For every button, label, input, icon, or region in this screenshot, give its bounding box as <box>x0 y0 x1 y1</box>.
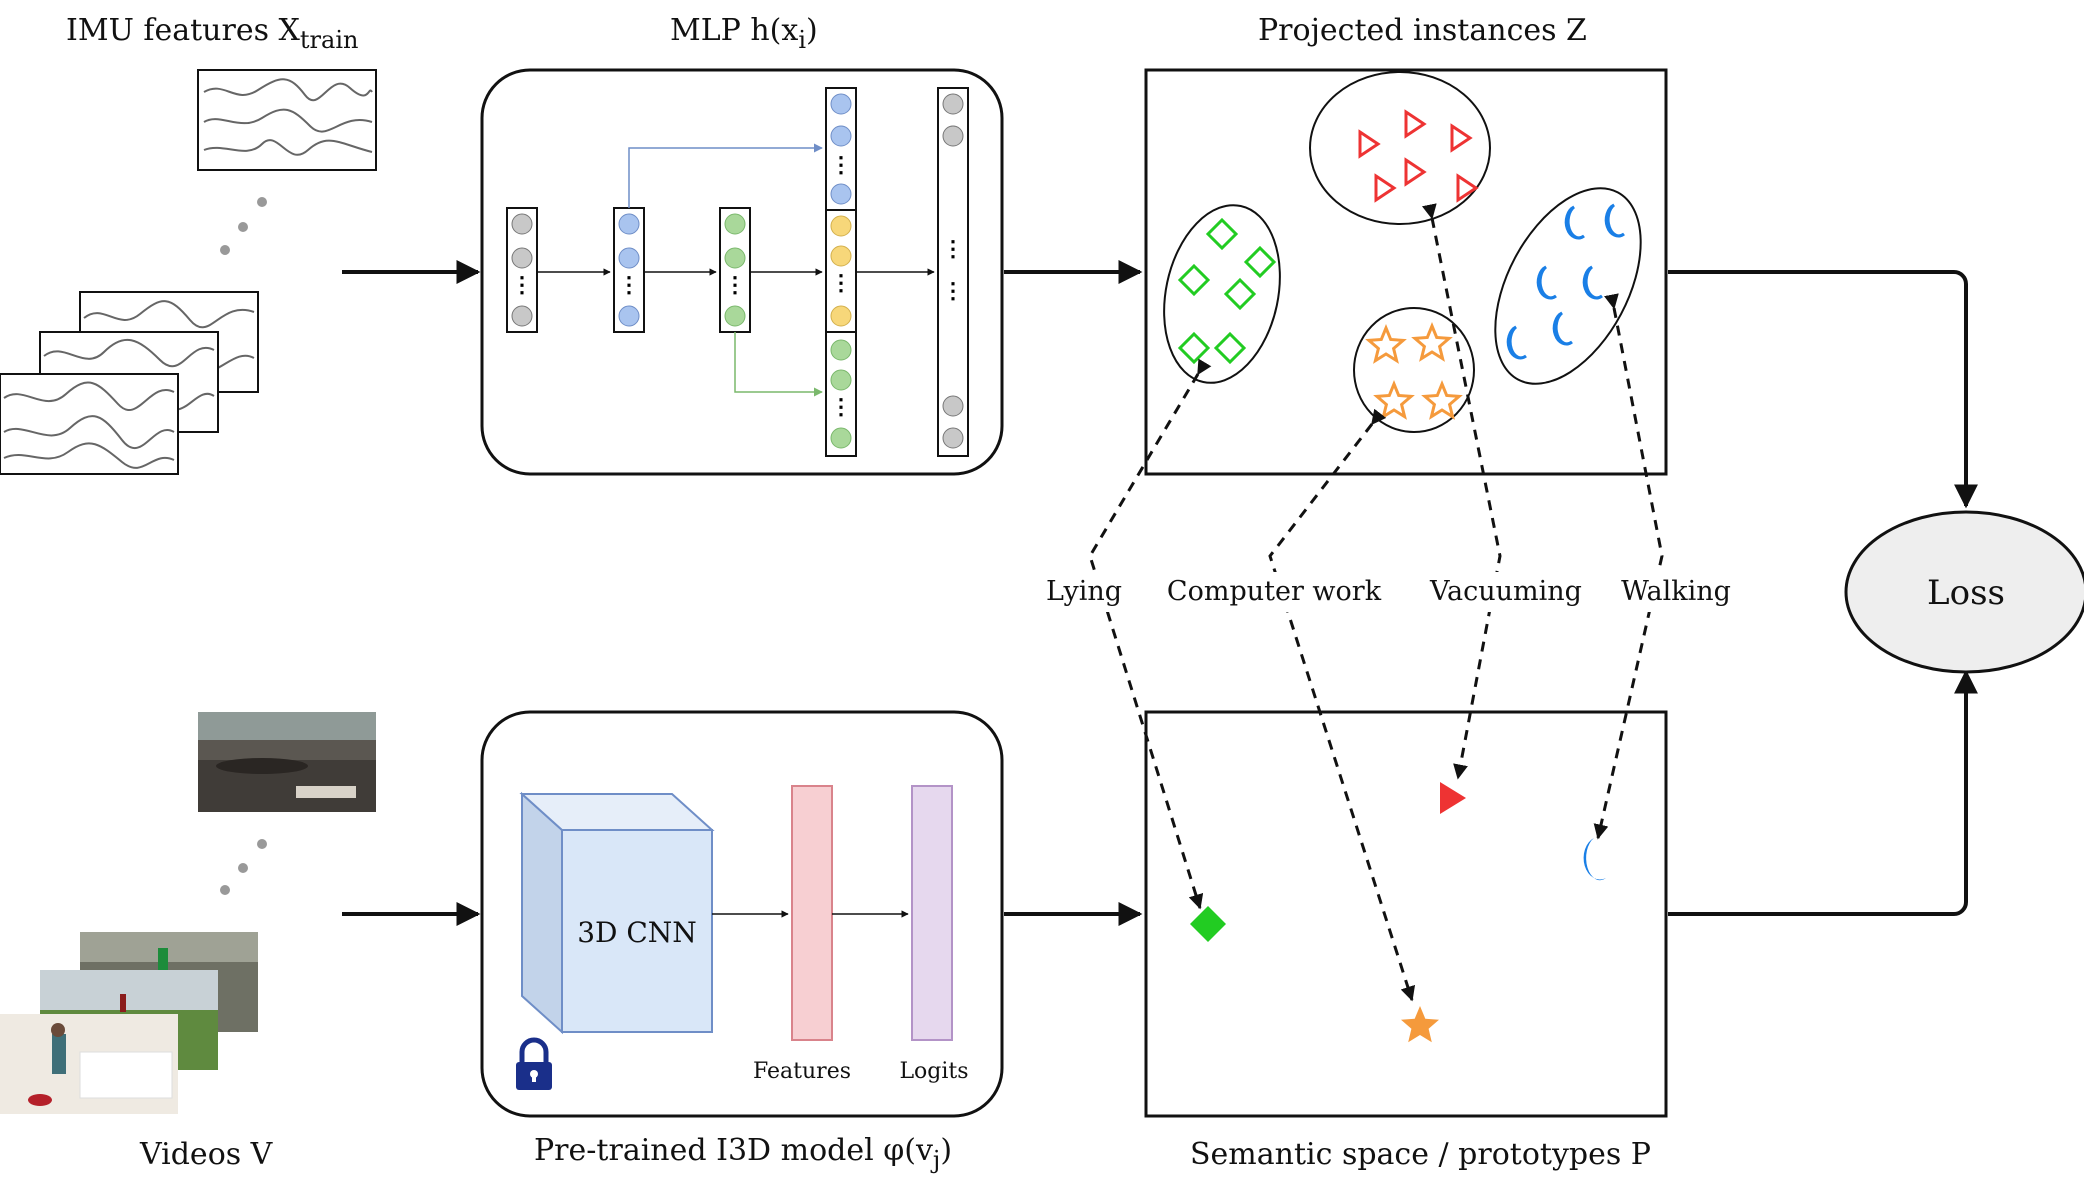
features-layer <box>791 785 833 1041</box>
svg-text:⋮: ⋮ <box>830 152 852 178</box>
class-label-walking: Walking <box>1621 576 1731 607</box>
diamond-markers <box>1177 217 1277 365</box>
skip-connection-blue <box>628 143 823 208</box>
mlp-title: MLP h(xi) <box>670 13 818 54</box>
semantic-space-panel <box>1144 710 1668 1118</box>
crescent-marker <box>1536 265 1557 300</box>
semantic-to-loss-arrow <box>1668 669 1978 916</box>
videos-title: Videos V <box>139 1137 274 1172</box>
cluster-vacuuming <box>1309 71 1491 225</box>
projected-instances-panel <box>1144 68 1668 476</box>
link-computer-work <box>1268 408 1416 1002</box>
crescent-marker <box>1552 311 1573 346</box>
cnn-label: 3D CNN <box>577 916 697 949</box>
link-vacuuming <box>1421 203 1502 780</box>
cluster-computer-work <box>1353 307 1475 433</box>
class-label-lying: Lying <box>1046 576 1122 607</box>
lock-icon <box>516 1037 552 1090</box>
svg-text:⋮: ⋮ <box>942 236 964 262</box>
crescent-markers <box>1506 203 1625 360</box>
link-walking <box>1593 293 1664 840</box>
projected-to-loss-arrow <box>1668 270 1978 509</box>
loss-label: Loss <box>1927 573 2005 613</box>
semantic-space-title: Semantic space / prototypes P <box>1190 1137 1651 1172</box>
video-thumbnails <box>0 712 376 1114</box>
svg-text:⋮: ⋮ <box>942 278 964 304</box>
svg-text:⋮: ⋮ <box>511 272 533 298</box>
cnn-cube: 3D CNN <box>519 791 715 1035</box>
loss-node: Loss <box>1844 510 2084 674</box>
i3d-box: 3D CNN Features Logits <box>480 710 1004 1118</box>
mlp-hidden-layer-1: ⋮ <box>613 207 645 333</box>
crescent-marker <box>1604 203 1625 238</box>
mlp-box: ⋮ ⋮ ⋮ ⋮ <box>480 68 1004 476</box>
video-thumbnail-lying <box>198 712 376 812</box>
imu-plot-top <box>197 69 377 171</box>
svg-text:⋮: ⋮ <box>830 394 852 420</box>
class-label-vacuuming: Vacuuming <box>1429 576 1582 607</box>
svg-text:⋮: ⋮ <box>830 270 852 296</box>
features-label: Features <box>753 1059 851 1084</box>
class-label-computer-work: Computer work <box>1167 576 1382 607</box>
link-lying <box>1088 358 1212 910</box>
video-thumbnail-vacuuming <box>0 1014 178 1114</box>
cluster-lying <box>1163 204 1281 384</box>
mlp-input-layer: ⋮ <box>506 207 538 333</box>
prototype-lying <box>1190 906 1226 942</box>
triangle-markers <box>1358 109 1479 203</box>
prototype-star <box>1401 1006 1439 1043</box>
crescent-marker <box>1506 325 1527 360</box>
projected-instances-title: Projected instances Z <box>1258 13 1587 48</box>
prototype-computer-work <box>1401 1006 1439 1043</box>
crescent-marker <box>1564 205 1585 240</box>
svg-text:⋮: ⋮ <box>618 272 640 298</box>
svg-text:⋮: ⋮ <box>724 272 746 298</box>
class-labels: Lying Computer work Vacuuming Walking <box>1040 572 1731 612</box>
star-marker <box>1365 324 1407 364</box>
imu-signal-plots <box>0 69 377 475</box>
logits-layer <box>911 785 953 1041</box>
logits-label: Logits <box>899 1059 968 1084</box>
skip-connection-green <box>734 332 823 397</box>
mlp-hidden-layer-2: ⋮ <box>719 207 751 333</box>
prototype-vacuuming <box>1440 782 1466 814</box>
class-links <box>1088 203 1664 1002</box>
imu-plot-front <box>0 373 179 475</box>
mlp-concat-layer: ⋮ ⋮ ⋮ <box>825 87 857 457</box>
mlp-output-layer: ⋮ ⋮ <box>937 87 969 457</box>
i3d-title: Pre-trained I3D model φ(vj) <box>534 1133 952 1174</box>
imu-features-title: IMU features Xtrain <box>66 13 358 54</box>
